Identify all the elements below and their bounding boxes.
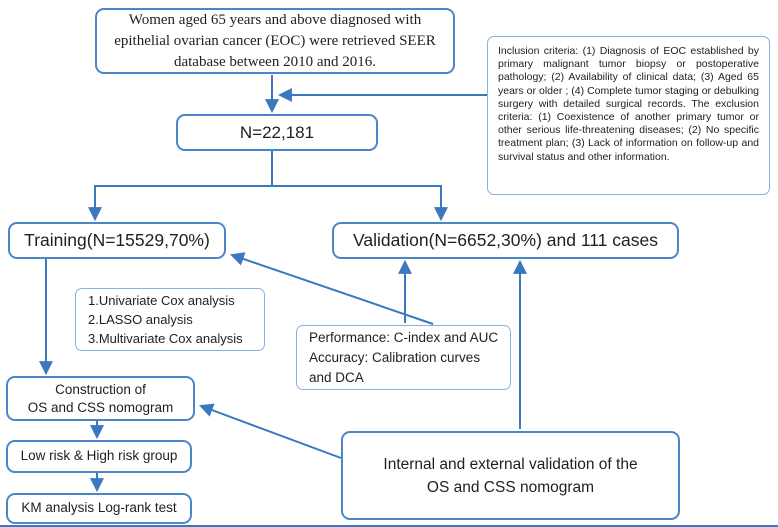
- node-criteria: Inclusion criteria: (1) Diagnosis of EOC…: [487, 36, 770, 195]
- arrow-performance-to-training: [230, 252, 434, 325]
- node-cohort: N=22,181: [176, 114, 378, 151]
- node-source: Women aged 65 years and above diagnosed …: [95, 8, 455, 74]
- node-risk-group: Low risk & High risk group: [6, 440, 192, 473]
- node-internal-validation: Internal and external validation of the …: [341, 431, 680, 520]
- node-performance: Performance: C-index and AUC Accuracy: C…: [296, 325, 511, 390]
- node-training: Training(N=15529,70%): [8, 222, 226, 259]
- node-cox-steps: 1.Univariate Cox analysis 2.LASSO analys…: [75, 288, 265, 351]
- node-validation: Validation(N=6652,30%) and 111 cases: [332, 222, 679, 259]
- node-construction: Construction of OS and CSS nomogram: [6, 376, 195, 421]
- node-km-analysis: KM analysis Log-rank test: [6, 493, 192, 524]
- arrow-internalvalidation-to-construction: [199, 403, 342, 459]
